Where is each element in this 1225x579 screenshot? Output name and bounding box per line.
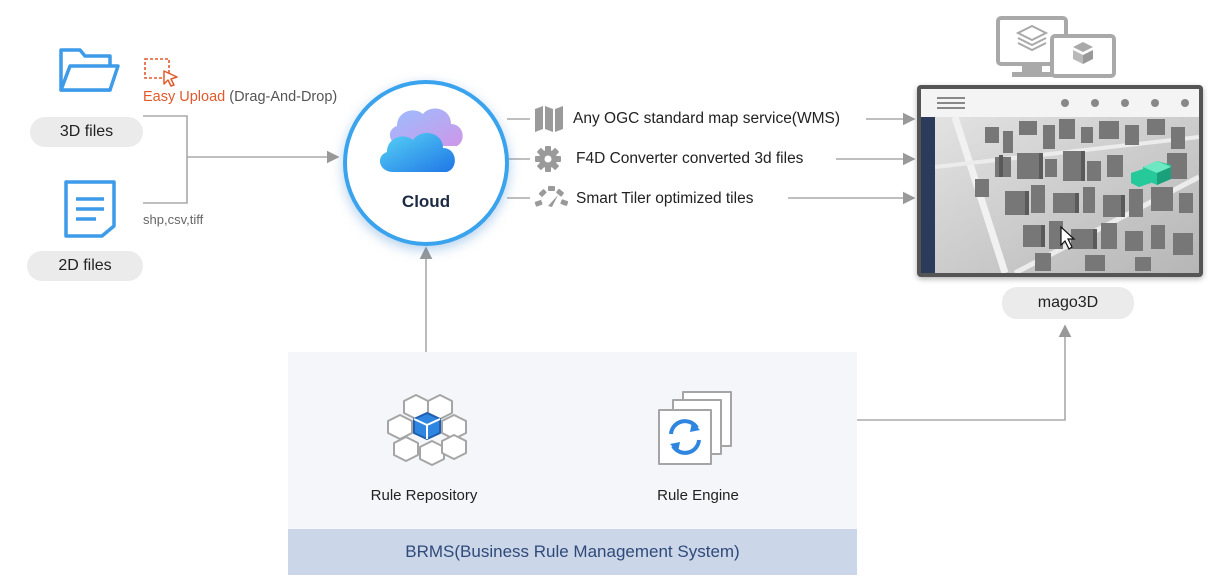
gear-icon [535, 146, 561, 172]
service-smarttiler-label: Smart Tiler optimized tiles [576, 190, 754, 207]
brms-title: BRMS(Business Rule Management System) [288, 529, 857, 575]
rule-engine-label: Rule Engine [657, 487, 739, 504]
folder-icon [59, 48, 120, 92]
desktop-monitor-icon [996, 16, 1116, 78]
document-icon [64, 180, 116, 238]
easy-upload-label: Easy Upload [143, 89, 226, 105]
gauge-icon [534, 186, 568, 207]
files-2d-pill: 2D files [27, 251, 143, 281]
cloud-label: Cloud [401, 192, 451, 211]
mago3d-pill: mago3D [1002, 287, 1134, 319]
toolbar-dots-icon [1061, 99, 1069, 107]
service-f4d-label: F4D Converter converted 3d files [576, 150, 804, 167]
file-formats-label: shp,csv,tiff [143, 212, 204, 227]
hamburger-icon [937, 97, 965, 99]
cloud-icon [379, 108, 463, 172]
rule-repository-icon [387, 394, 467, 466]
map-icon [535, 106, 563, 132]
drag-and-drop-label: (Drag-And-Drop) [229, 89, 338, 105]
cursor-icon [1060, 225, 1076, 250]
brms-panel [288, 352, 857, 529]
drag-drop-icon [144, 58, 178, 87]
viewer-toolbar [921, 89, 1199, 117]
city-3d-view [935, 117, 1199, 273]
service-wms-label: Any OGC standard map service(WMS) [573, 110, 841, 127]
files-3d-pill: 3D files [30, 117, 143, 147]
viewer-sidebar [921, 117, 935, 273]
easy-upload-text: Easy Upload (Drag-And-Drop) [143, 89, 337, 105]
rule-engine-icon [658, 391, 732, 465]
rule-repository-label: Rule Repository [370, 487, 478, 504]
